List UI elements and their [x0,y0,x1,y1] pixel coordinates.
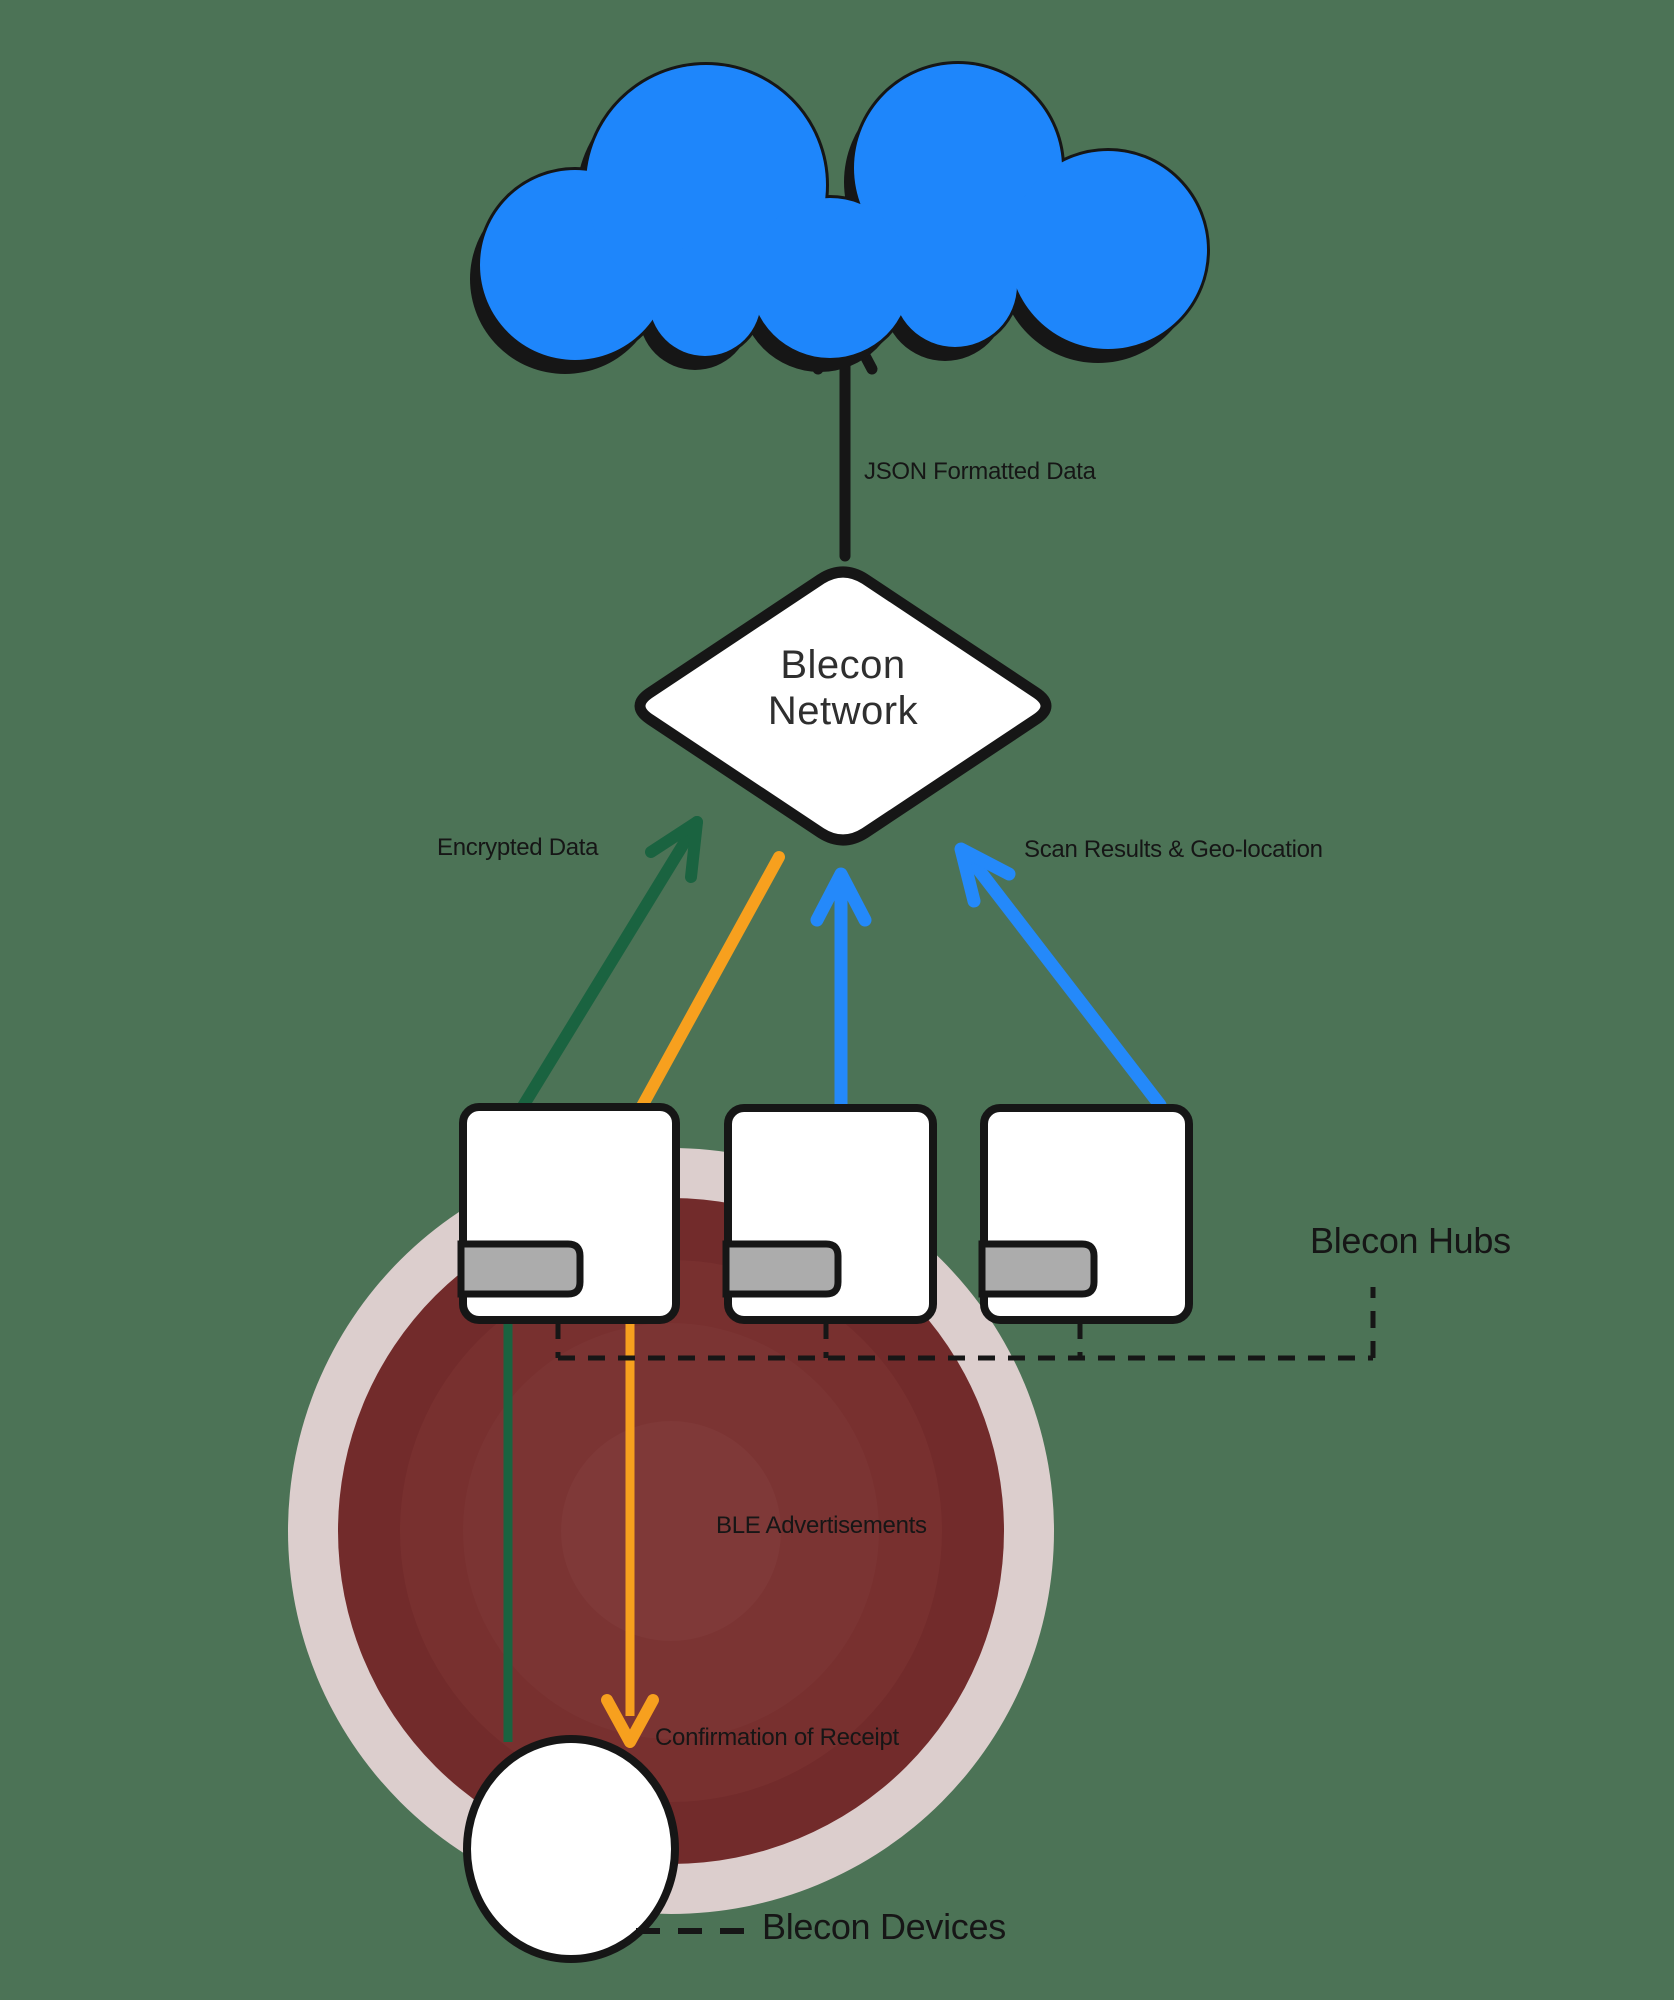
scan-results-label: Scan Results & Geo-location [1024,836,1323,863]
cloud [470,61,1210,374]
encrypted-data-label: Encrypted Data [437,834,599,861]
confirmation-arrowhead-down [601,1694,659,1748]
cloud-body [480,64,1207,360]
blecon-hub-1 [457,1103,680,1324]
ble-range-band-inner [561,1421,781,1641]
blecon-hub-3 [978,1104,1193,1324]
hub-2-slot [722,1240,842,1298]
ble-advertisements-label: BLE Advertisements [716,1512,927,1539]
encrypted-data-arrow [511,816,703,1122]
scan-results-arrow-right [958,845,1167,1112]
blecon-hub-2 [722,1104,937,1324]
blecon-hubs-label: Blecon Hubs [1310,1220,1511,1261]
confirmation-of-receipt-label: Confirmation of Receipt [655,1724,899,1751]
encrypted-data-arrowhead [645,816,703,883]
blecon-devices-label: Blecon Devices [762,1906,1006,1947]
json-formatted-data-label: JSON Formatted Data [864,458,1096,485]
blecon-device-node [463,1735,679,1963]
hub-3-slot [978,1240,1098,1298]
hub-1-slot [457,1240,584,1298]
blecon-network-node [634,566,1052,846]
scan-results-arrowhead-middle [810,867,872,927]
uplink-arrows [511,816,1167,1134]
blecon-network-label-line1: Blecon [780,643,906,687]
blecon-network-label: Blecon Network [693,642,993,734]
blecon-network-label-line2: Network [767,689,919,733]
scan-results-arrowhead-right [954,842,1016,908]
confirmation-uplink-line [624,851,785,1134]
